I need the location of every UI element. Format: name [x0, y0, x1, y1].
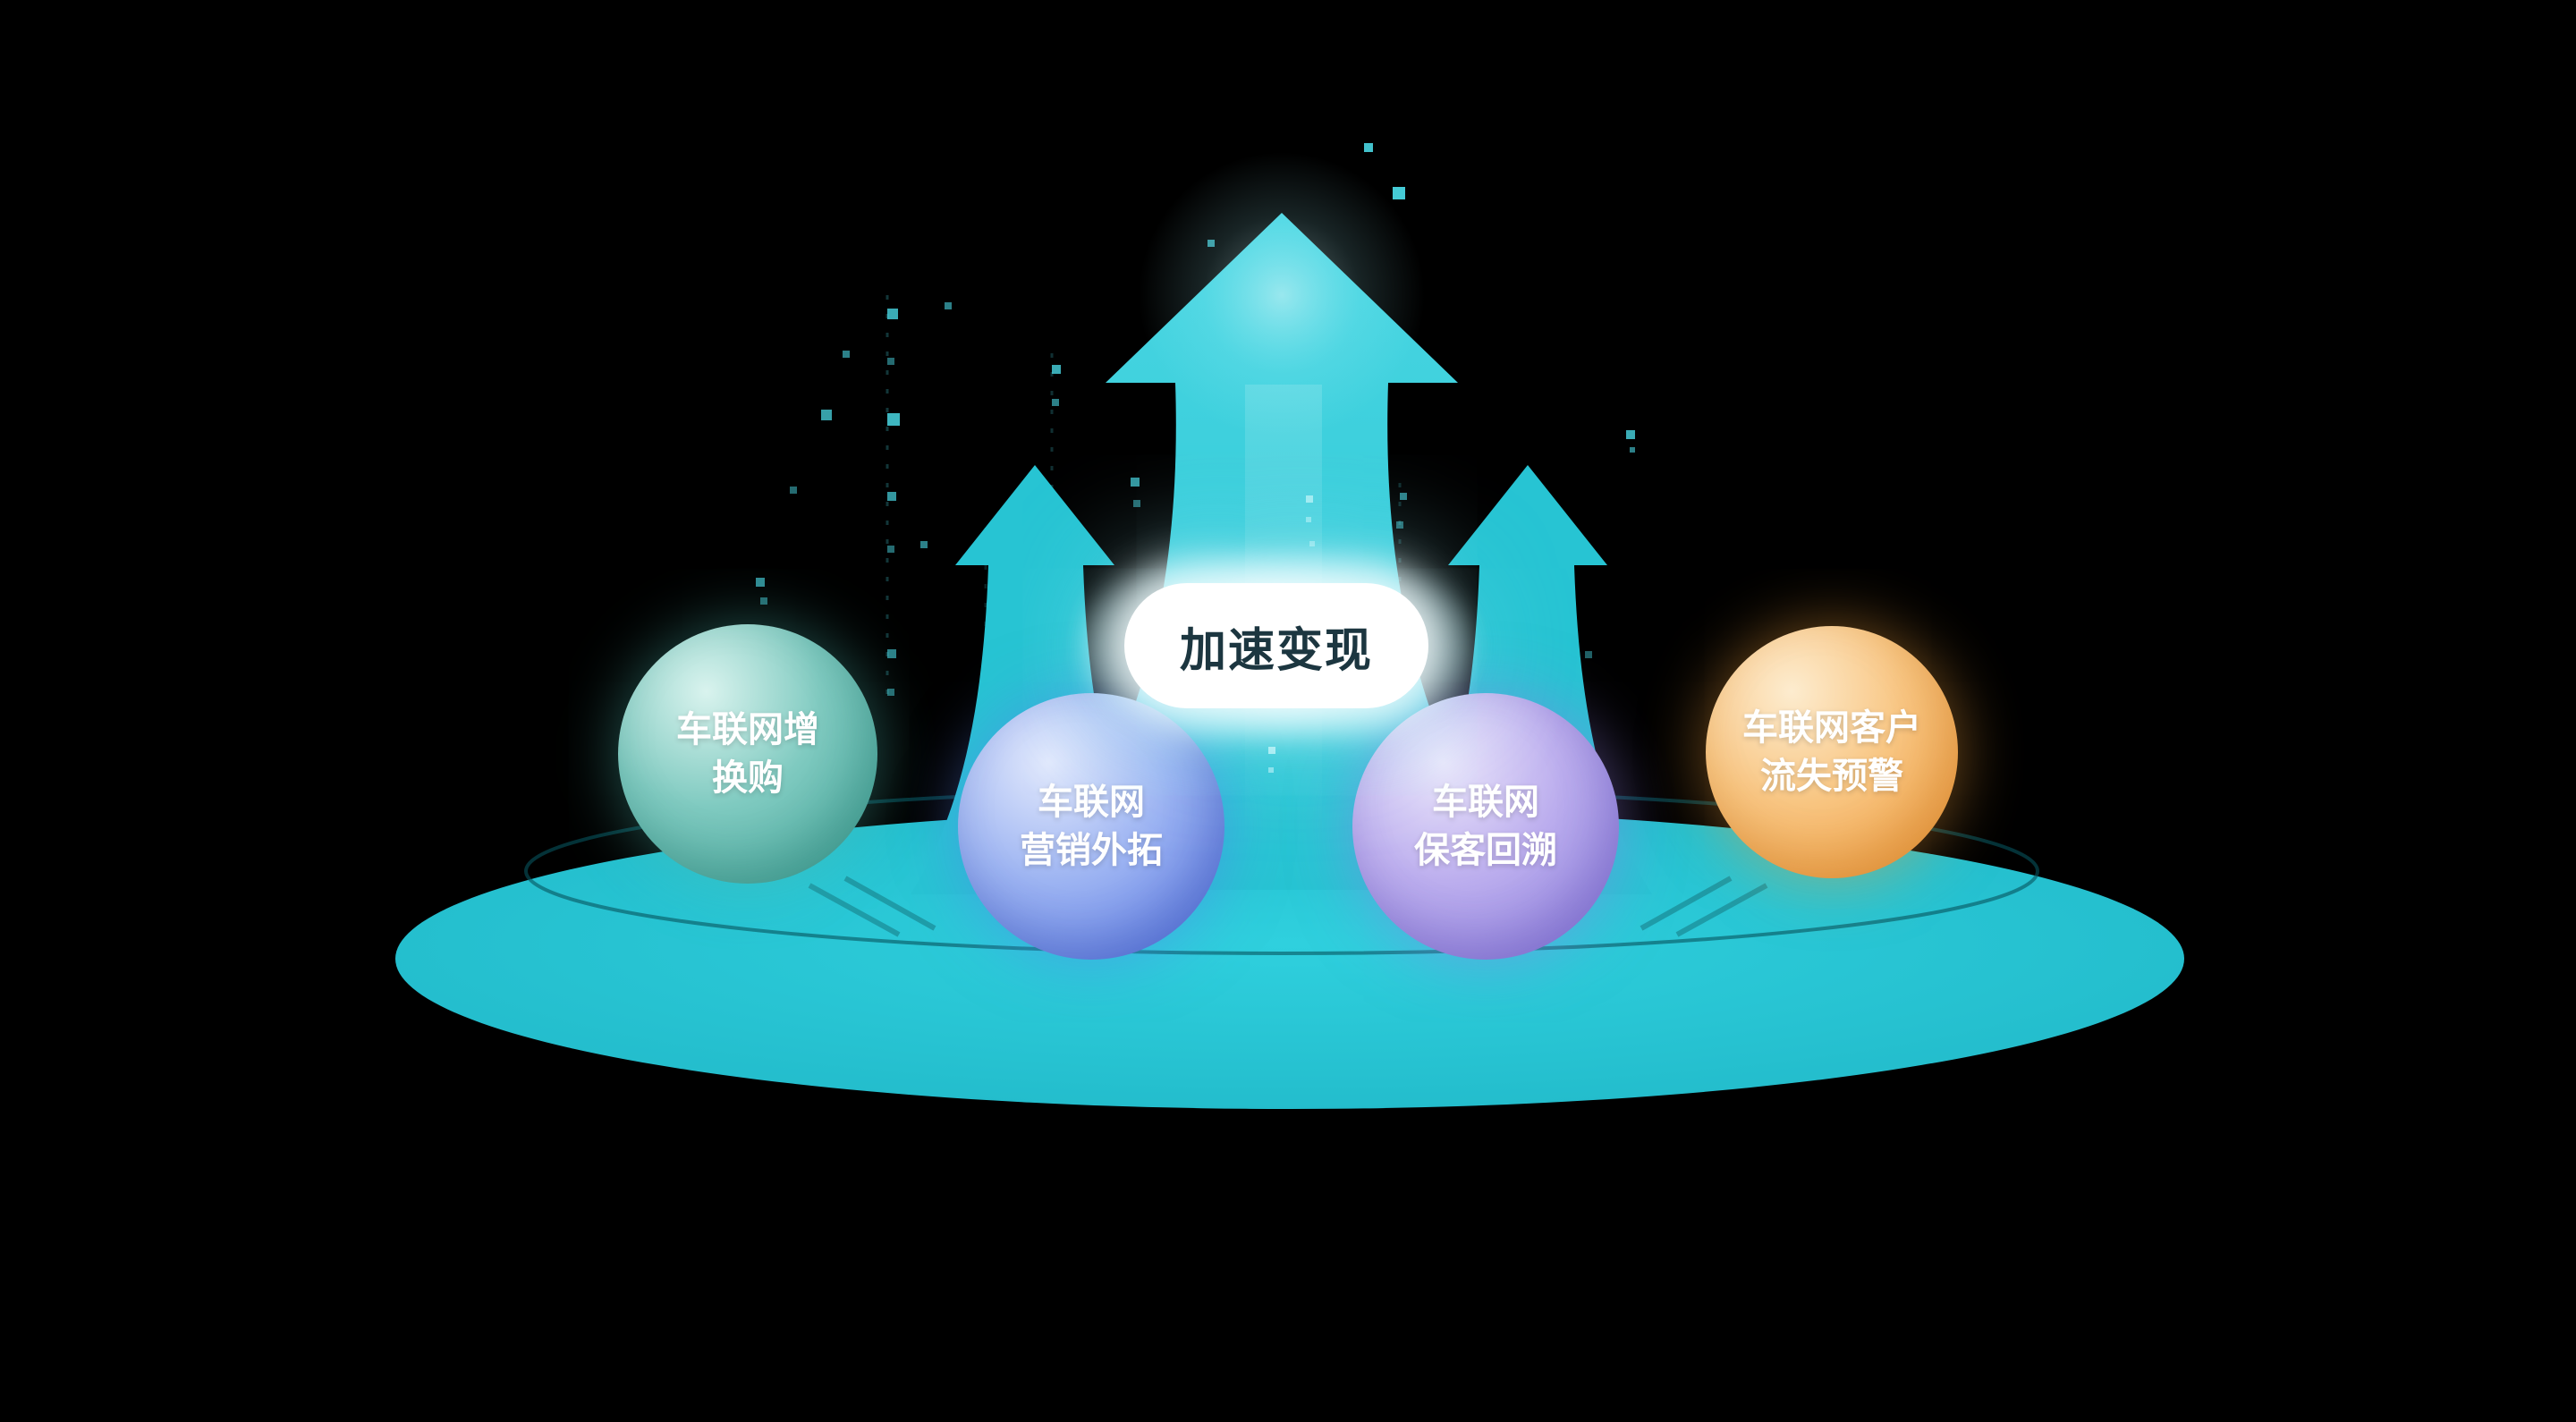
bubble-text-line: 车联网增	[676, 710, 819, 749]
bubble-text-line: 换购	[712, 758, 784, 798]
bubble-marketing-expansion: 车联网 营销外拓	[958, 693, 1224, 960]
arrow-tip-glow	[1139, 152, 1425, 438]
bubble-text-line: 车联网客户	[1742, 708, 1921, 748]
bubble-text-line: 流失预警	[1760, 757, 1903, 796]
road-marks	[808, 876, 1768, 937]
platform-ellipse	[395, 808, 2184, 1109]
bubble-text-line: 保客回溯	[1414, 831, 1557, 870]
bubble-text-line: 车联网	[1432, 783, 1539, 822]
bubble-text: 车联网 营销外拓	[1020, 778, 1163, 875]
bubble-text-line: 营销外拓	[1020, 831, 1163, 870]
bubble-text: 车联网增 换购	[676, 706, 819, 802]
center-label-text: 加速变现	[1179, 624, 1373, 677]
bubble-text-line: 车联网	[1038, 783, 1145, 822]
bubble-customer-churn-warning: 车联网客户 流失预警	[1706, 626, 1958, 878]
bubble-trade-in-upgrade: 车联网增 换购	[618, 624, 877, 884]
center-label-pill: 加速变现	[1124, 583, 1428, 708]
center-label: 加速变现	[1124, 583, 1428, 708]
bubble-text: 车联网客户 流失预警	[1742, 704, 1921, 800]
bubble-text: 车联网 保客回溯	[1414, 778, 1557, 875]
arrow-light-dots	[1268, 495, 1315, 773]
